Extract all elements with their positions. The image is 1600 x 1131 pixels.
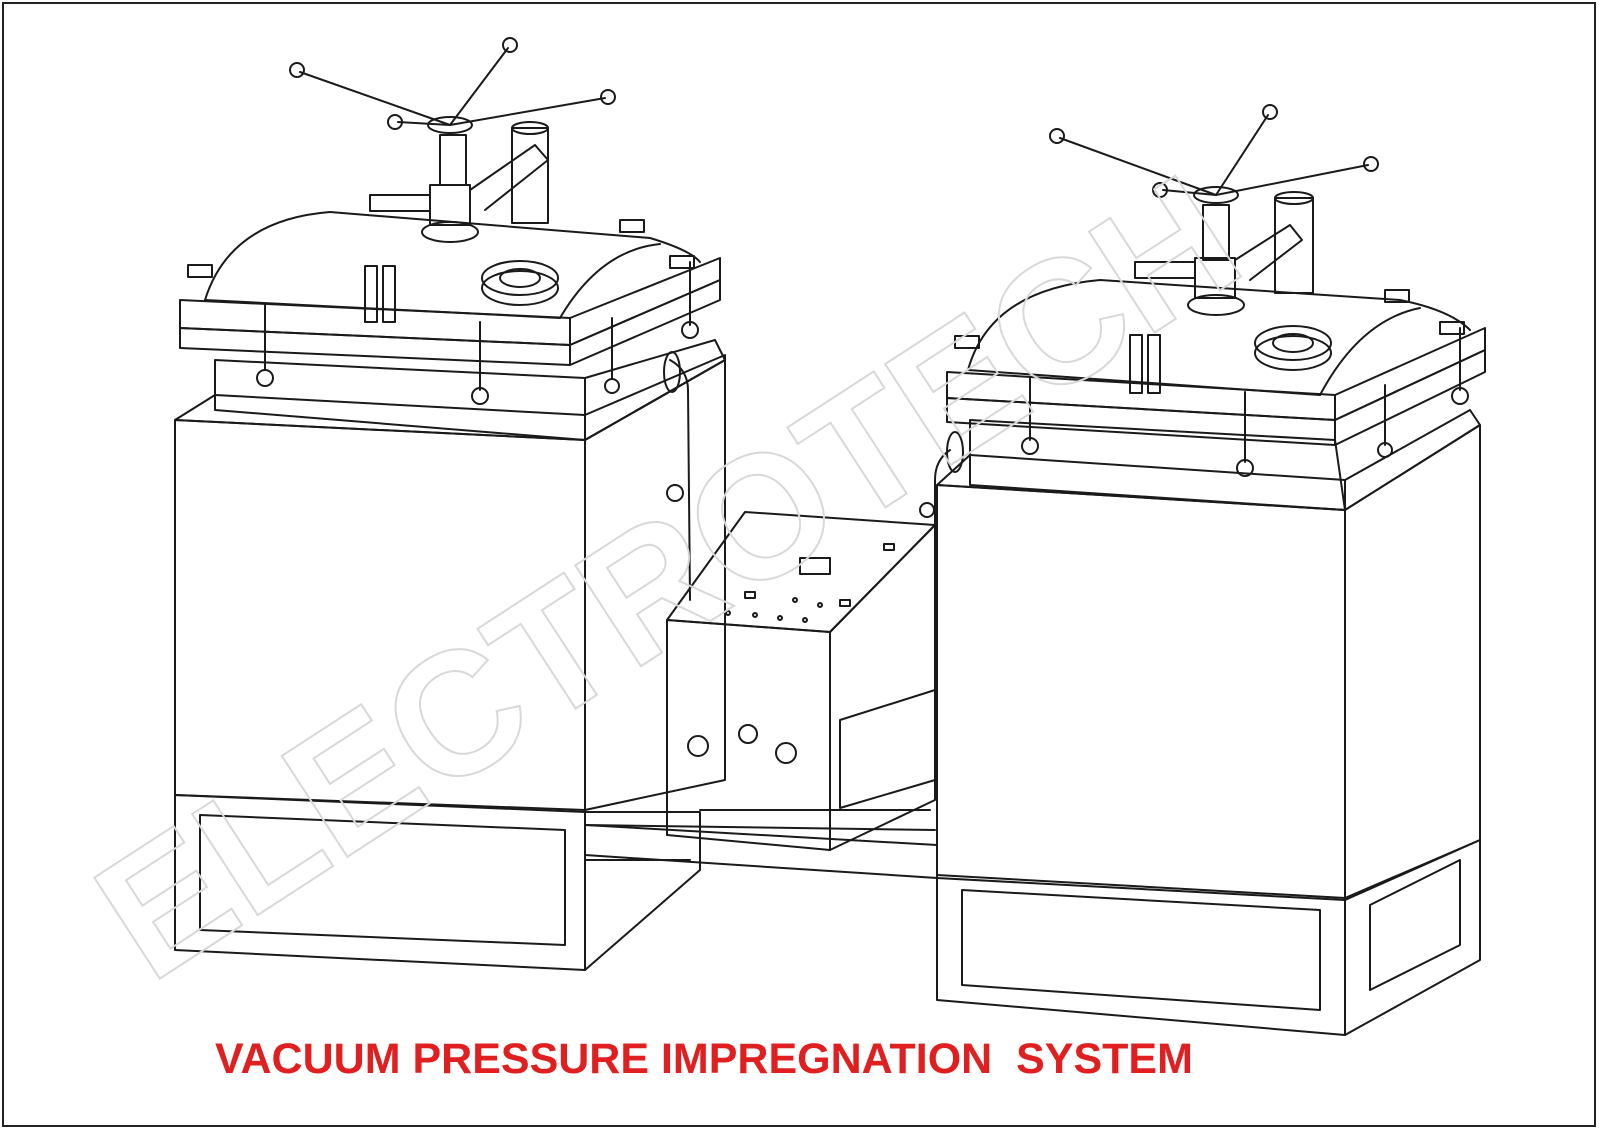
right-screw bbox=[1202, 204, 1230, 261]
control-panel-front bbox=[666, 619, 831, 851]
left-lid-port bbox=[481, 260, 559, 296]
left-tank-front bbox=[174, 419, 586, 811]
left-handwheel bbox=[289, 37, 616, 243]
right-lid-port bbox=[1254, 325, 1332, 361]
left-vessel bbox=[174, 37, 726, 971]
right-vessel bbox=[584, 104, 1486, 1036]
left-clamps bbox=[187, 219, 699, 405]
left-screw bbox=[439, 134, 467, 186]
right-handwheel bbox=[1049, 104, 1379, 316]
panel-knob-2 bbox=[738, 724, 758, 744]
left-lid-dome bbox=[204, 211, 701, 301]
panel-knob-1 bbox=[687, 735, 709, 757]
diagram-title: VACUUM PRESSURE IMPREGNATION SYSTEM bbox=[215, 1035, 1193, 1083]
control-panel-display bbox=[799, 557, 831, 575]
panel-knob-3 bbox=[775, 742, 797, 764]
right-tank-side bbox=[1344, 424, 1481, 899]
right-clamps bbox=[954, 289, 1469, 477]
right-tank-front bbox=[936, 484, 1346, 899]
right-lid-dome bbox=[967, 279, 1471, 371]
right-base-frame-front bbox=[936, 877, 1346, 1036]
left-side-pipe bbox=[669, 359, 691, 601]
